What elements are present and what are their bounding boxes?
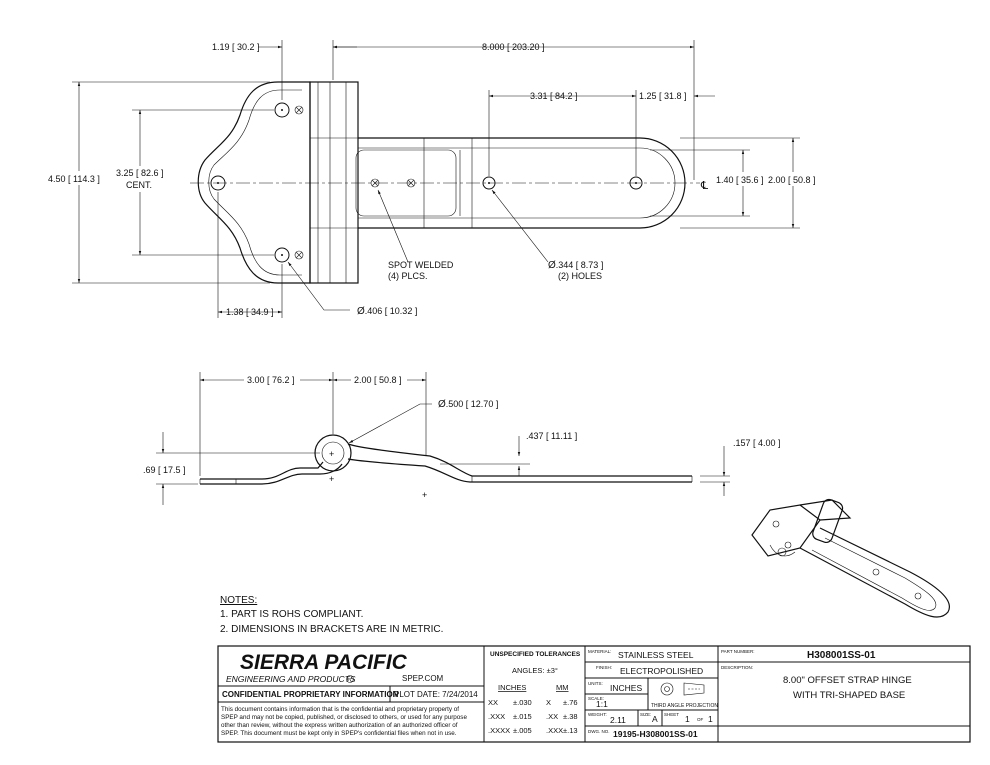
tolerances-inches-head: INCHES: [498, 683, 526, 692]
company-website: SPEP.COM: [402, 674, 444, 683]
note-two-holes: (2) HOLES: [558, 271, 602, 281]
size-value: A: [652, 714, 658, 724]
svg-text:±.005: ±.005: [513, 726, 532, 735]
scale-value: 1:1: [596, 699, 608, 709]
side-view: + + + 3.00 [ 76.2 ] 2.00 [ 50.8 ] Ø.500 …: [143, 372, 781, 505]
dim-4-50: 4.50 [ 114.3 ]: [48, 174, 100, 184]
third-angle-projection-icon: [660, 682, 705, 696]
dim-69: .69 [ 17.5 ]: [143, 465, 186, 475]
plot-date: PLOT DATE: 7/24/2014: [394, 690, 478, 699]
of-label: OF: [697, 717, 704, 722]
confidential-line-1: This document contains information that …: [221, 706, 459, 713]
dim-8-000: 8.000 [ 203.20 ]: [482, 42, 545, 52]
svg-text:X: X: [546, 698, 551, 707]
size-label: SIZE:: [640, 712, 651, 717]
svg-text:+: +: [329, 449, 334, 459]
dwg-number: 19195-H308001SS-01: [613, 729, 698, 739]
tolerance-row-3: .XXXX ±.005 .XXX ±.13: [488, 726, 578, 735]
centerline-symbol: ℄: [700, 180, 708, 192]
note-four-places: (4) PLCS.: [388, 271, 428, 281]
scale-label: SCALE:: [588, 696, 604, 701]
svg-text:.XXX: .XXX: [488, 712, 505, 721]
confidential-line-2: SPEP and may not be copied, published, o…: [221, 714, 467, 721]
units-value: INCHES: [610, 683, 642, 693]
units-label: UNITS:: [588, 681, 603, 686]
svg-text:±.015: ±.015: [513, 712, 532, 721]
isometric-view: [751, 498, 950, 618]
sheet-label: SHEET: [664, 712, 679, 717]
confidential-line-4: SPEP. This document must be kept only in…: [221, 730, 457, 737]
dim-437: .437 [ 11.11 ]: [526, 431, 577, 441]
dim-157: .157 [ 4.00 ]: [733, 438, 781, 448]
dim-3-25: 3.25 [ 82.6 ]: [116, 168, 164, 178]
description-line-2: WITH TRI-SHAPED BASE: [793, 690, 905, 701]
dim-dia-344: Ø.344 [ 8.73 ]: [548, 260, 603, 271]
part-number: H308001SS-01: [807, 650, 876, 661]
dim-dia-500: Ø.500 [ 12.70 ]: [438, 399, 498, 410]
svg-text:+: +: [329, 474, 334, 484]
notes: NOTES: 1. PART IS ROHS COMPLIANT. 2. DIM…: [220, 595, 443, 635]
title-block: SIERRA PACIFIC ENGINEERING AND PRODUCTS …: [217, 645, 971, 743]
weight-label: WEIGHT:: [588, 712, 607, 717]
dim-1-38: 1.38 [ 34.9 ]: [226, 307, 274, 317]
tolerances-angles: ANGLES: ±3°: [512, 666, 558, 675]
tolerance-row-2: .XXX ±.015 .XX ±.38: [488, 712, 578, 721]
tolerances-mm-head: MM: [556, 683, 569, 692]
weight-value: 2.11: [610, 715, 626, 725]
notes-heading: NOTES:: [220, 595, 257, 606]
description-line-1: 8.00" OFFSET STRAP HINGE: [783, 675, 912, 686]
company-subtitle: ENGINEERING AND PRODUCTS: [226, 674, 356, 684]
confidential-line-3: other than review, without the express w…: [221, 722, 458, 729]
dim-side-2-00: 2.00 [ 50.8 ]: [354, 375, 402, 385]
finish-label: FINISH:: [596, 665, 612, 670]
svg-text:.XXX: .XXX: [546, 726, 563, 735]
dim-1-25: 1.25 [ 31.8 ]: [639, 91, 687, 101]
registered-mark-icon: [346, 675, 354, 683]
dim-cent: CENT.: [126, 180, 152, 190]
dim-2-00: 2.00 [ 50.8 ]: [768, 175, 816, 185]
dwg-label: DWG. NO.: [588, 729, 610, 734]
material-label: MATERIAL:: [588, 649, 611, 654]
part-number-label: PART NUMBER:: [721, 649, 755, 654]
tolerances-title: UNSPECIFIED TOLERANCES: [490, 651, 581, 658]
company-name: SIERRA PACIFIC: [240, 651, 408, 674]
dim-dia-406: Ø.406 [ 10.32 ]: [357, 306, 417, 317]
dim-1-19: 1.19 [ 30.2 ]: [212, 42, 260, 52]
dim-3-31: 3.31 [ 84.2 ]: [530, 91, 578, 101]
note-item-1: 1. PART IS ROHS COMPLIANT.: [220, 609, 363, 620]
note-spot-welded: SPOT WELDED: [388, 260, 454, 270]
dim-3-00: 3.00 [ 76.2 ]: [247, 375, 295, 385]
description-label: DESCRIPTION:: [721, 665, 753, 670]
hinge-knuckle: [309, 81, 359, 284]
finish-value: ELECTROPOLISHED: [620, 666, 703, 676]
sheet-total: 1: [708, 714, 713, 724]
dim-1-40: 1.40 [ 35.6 ]: [716, 175, 764, 185]
confidential-title: CONFIDENTIAL PROPRIETARY INFORMATION: [222, 690, 399, 699]
strap-leaf-profile: [347, 443, 692, 477]
svg-text:.XXXX: .XXXX: [488, 726, 510, 735]
svg-text:+: +: [422, 490, 427, 500]
svg-text:.XX: .XX: [546, 712, 558, 721]
note-item-2: 2. DIMENSIONS IN BRACKETS ARE IN METRIC.: [220, 624, 443, 635]
base-holes: [210, 102, 290, 263]
tri-base-plate: [197, 81, 311, 284]
material-value: STAINLESS STEEL: [618, 650, 694, 660]
svg-text:±.38: ±.38: [563, 712, 578, 721]
svg-text:±.76: ±.76: [563, 698, 578, 707]
tolerance-row-1: XX ±.030 X ±.76: [488, 698, 578, 707]
projection-label: THIRD ANGLE PROJECTION: [651, 703, 718, 709]
top-view: 1.19 [ 30.2 ] 8.000 [ 203.20 ] 3.31 [ 84…: [46, 40, 832, 318]
base-leaf-profile: [200, 461, 324, 480]
svg-text:XX: XX: [488, 698, 498, 707]
sheet-value: 1: [685, 714, 690, 724]
svg-text:±.13: ±.13: [563, 726, 578, 735]
svg-text:R: R: [348, 677, 352, 682]
svg-text:±.030: ±.030: [513, 698, 532, 707]
